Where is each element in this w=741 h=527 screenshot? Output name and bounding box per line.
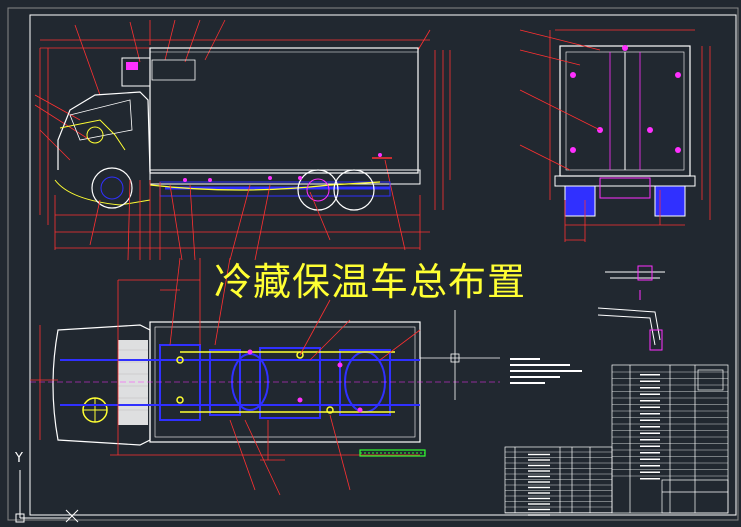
parts-list-text <box>640 413 660 415</box>
parts-list-text <box>640 478 660 480</box>
bracket-details <box>597 265 665 351</box>
parts-list-text <box>528 503 550 505</box>
drawing-title: 冷藏保温车总布置 <box>214 260 527 304</box>
parts-list-text <box>640 471 660 473</box>
sheet-border <box>7 7 739 521</box>
parts-list-text <box>528 453 550 456</box>
parts-list-text <box>640 445 660 447</box>
plan-view <box>30 257 500 496</box>
parts-list-text <box>528 492 550 494</box>
parts-list-text <box>640 393 660 395</box>
parts-list-text <box>640 465 660 467</box>
parts-list-text <box>640 419 660 421</box>
side-view <box>34 19 451 261</box>
parts-list-text <box>640 458 660 460</box>
parts-list-text <box>528 475 550 478</box>
parts-list-text <box>528 486 550 489</box>
parts-list-text <box>640 452 660 454</box>
parts-list-text <box>640 432 660 434</box>
technical-notes <box>510 358 582 384</box>
parts-list-text <box>528 464 550 467</box>
parts-list-text <box>640 387 660 389</box>
parts-list-text <box>528 470 550 472</box>
parts-list-text <box>528 497 550 500</box>
parts-list-text <box>640 374 660 376</box>
parts-list-text <box>640 439 660 441</box>
parts-list-text <box>640 380 660 382</box>
ucs-icon <box>15 470 79 523</box>
parts-list-text <box>640 400 660 402</box>
parts-list-text <box>528 508 550 511</box>
parts-list-text <box>640 426 660 428</box>
ucs-y-axis-label: Y <box>15 451 23 466</box>
parts-list-text <box>528 459 550 461</box>
rear-view <box>519 29 711 242</box>
parts-list-text <box>640 406 660 408</box>
parts-list-table <box>504 364 729 514</box>
parts-list-text <box>528 514 550 516</box>
parts-list-left <box>505 451 612 516</box>
parts-list-text <box>528 481 550 483</box>
